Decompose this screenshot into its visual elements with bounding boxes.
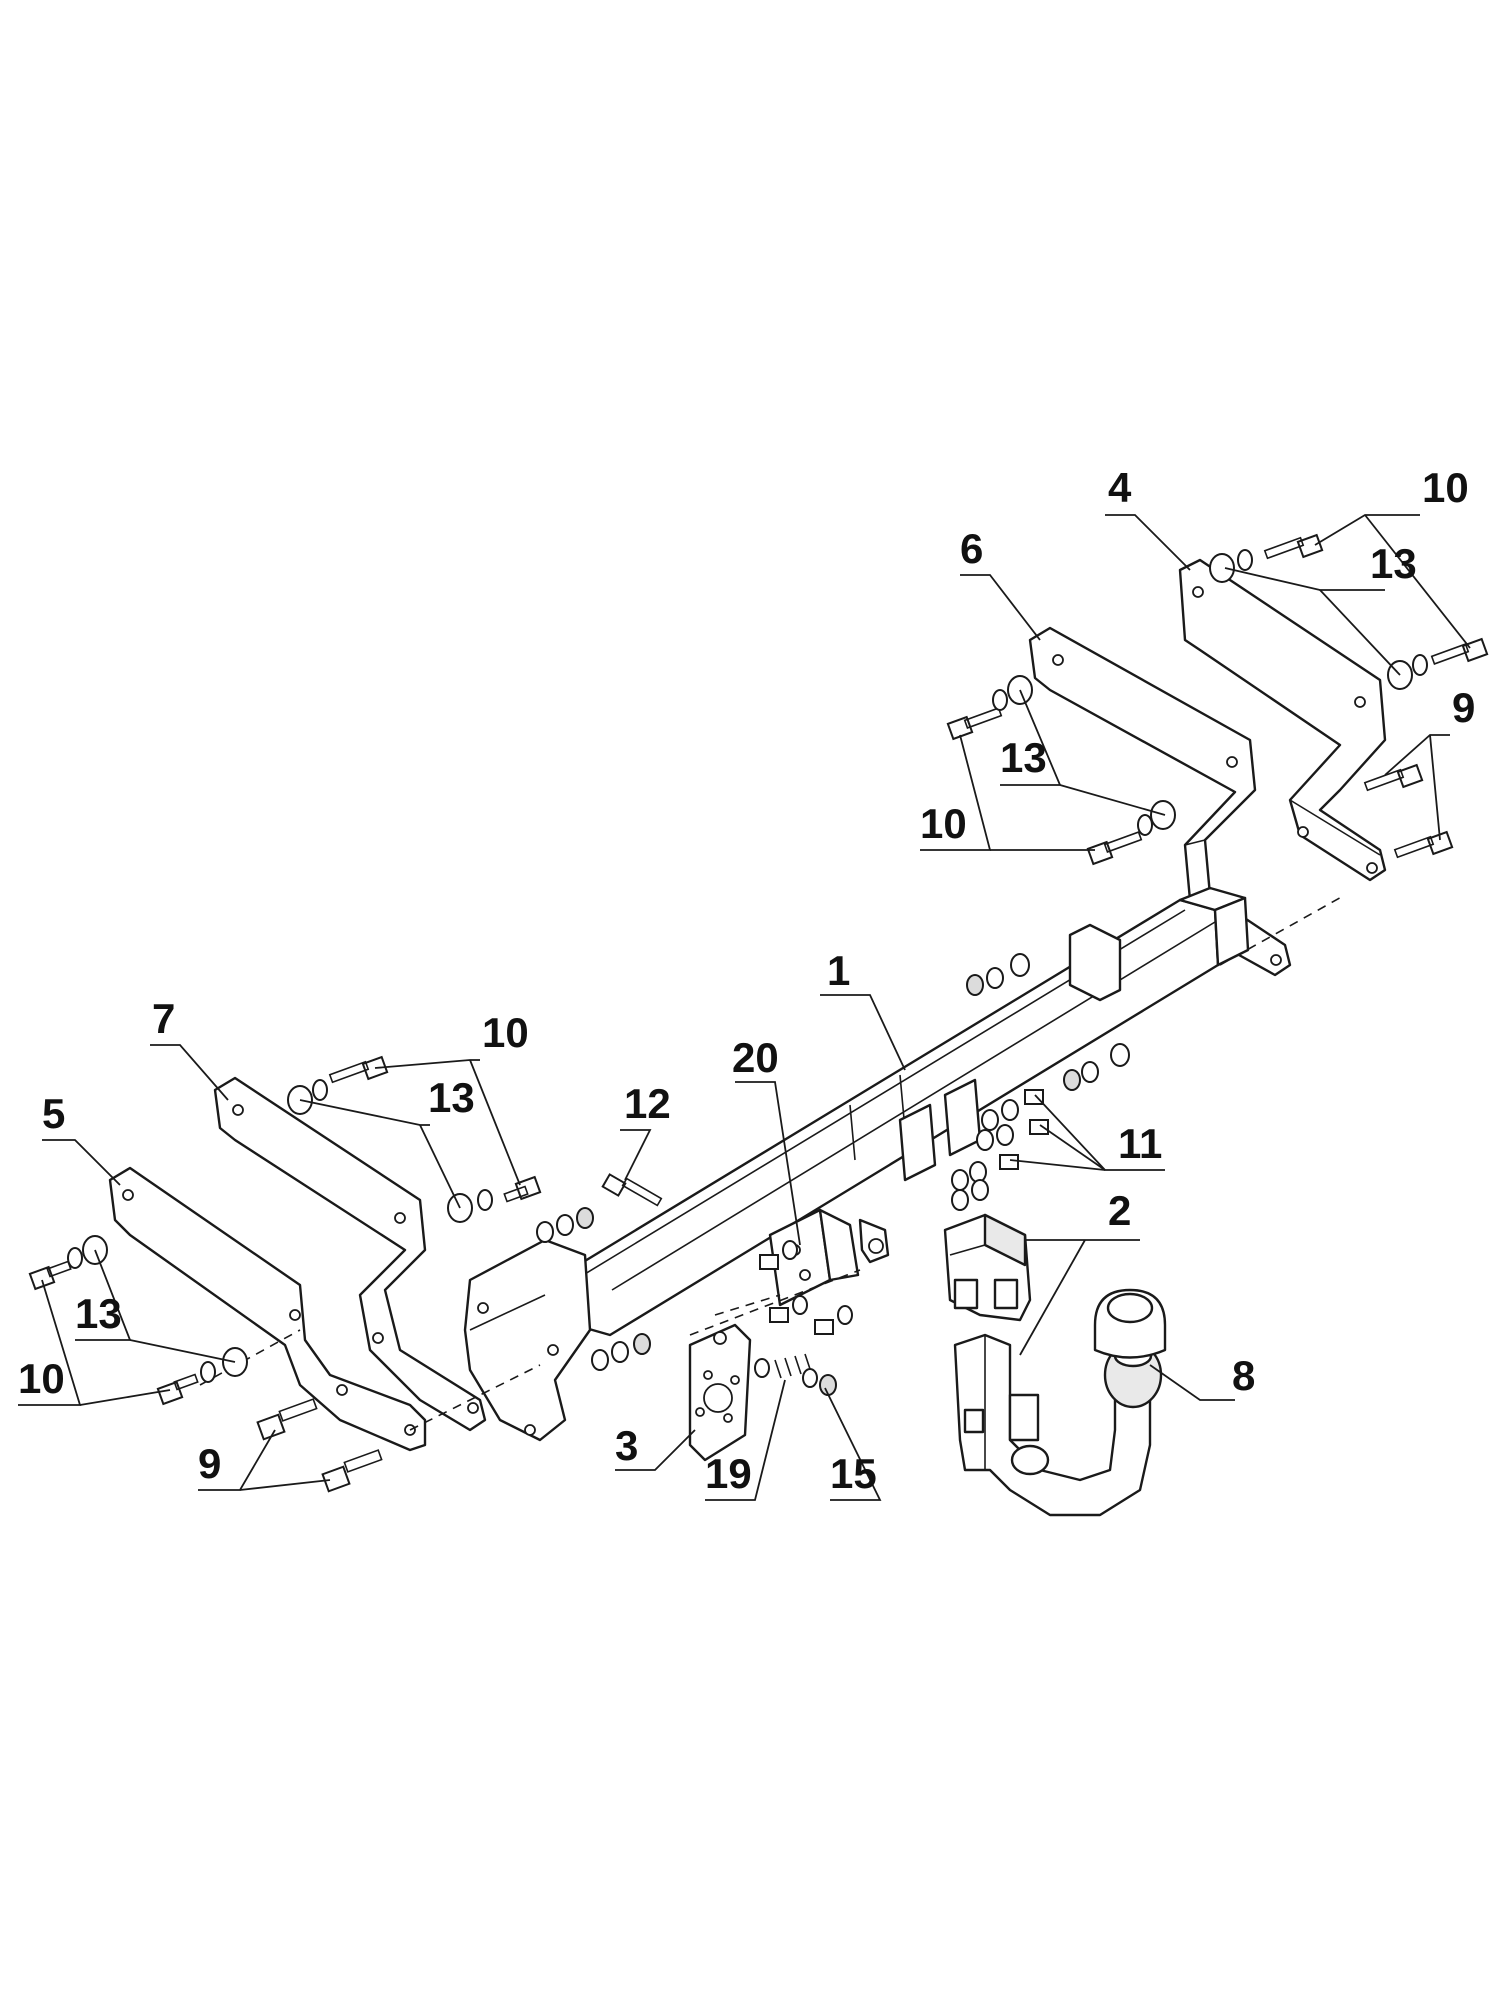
label-12: 12: [624, 1080, 671, 1127]
label-8: 8: [1232, 1352, 1255, 1399]
label-2: 2: [1108, 1187, 1131, 1234]
alignment-line-right: [1219, 894, 1346, 966]
spring-bolt-19: [754, 1353, 812, 1379]
label-10-left-top: 10: [482, 1009, 529, 1056]
bracket-4: [1178, 558, 1387, 882]
crossbar-1: [568, 886, 1250, 1337]
label-13-left-low: 13: [75, 1290, 122, 1337]
bolt-set-left-low: [156, 1347, 248, 1406]
nut-15: [802, 1368, 837, 1396]
bolt-set-socket: [759, 1240, 853, 1335]
bolt-set-top-right-1: [1209, 533, 1324, 583]
bracket-6: [1028, 626, 1292, 977]
label-13-left-top: 13: [428, 1074, 475, 1121]
receiver-block-2: [943, 1213, 1032, 1322]
bolt-12: [601, 1173, 663, 1207]
label-10-top-right: 10: [1422, 464, 1469, 511]
bolt-set-mid-right-1: [946, 675, 1033, 741]
label-7: 7: [152, 995, 175, 1042]
label-20: 20: [732, 1034, 779, 1081]
label-5: 5: [42, 1090, 65, 1137]
ball-cover-8: [1093, 1288, 1167, 1359]
alignment-line-center: [689, 1269, 861, 1336]
bolt-set-top-right-2: [1387, 637, 1489, 690]
bolt-9-right-1: [1363, 763, 1424, 792]
bracket-7: [213, 1076, 487, 1432]
bolt-9-left-1: [256, 1398, 318, 1441]
part-labels: 1 2 3 4 5 6 7 8 9 9 10 10 10 10 11 12 13…: [18, 464, 1475, 1497]
alignment-line-left-2: [409, 1364, 541, 1431]
socket-plate-3: [688, 1323, 752, 1462]
label-19: 19: [705, 1450, 752, 1497]
bolt-group-11: [951, 953, 1130, 1211]
leader-lines: [18, 514, 1471, 1501]
swan-neck-ball-2: [953, 1333, 1163, 1517]
label-9-left: 9: [198, 1440, 221, 1487]
bolt-9-left-2: [321, 1449, 383, 1493]
label-3: 3: [615, 1422, 638, 1469]
label-10-mid-right: 10: [920, 800, 967, 847]
bolt-9-right-2: [1393, 830, 1454, 859]
washer-group-crossbar-left: [536, 1207, 651, 1371]
crossbar-left-mount: [463, 1238, 592, 1442]
alignment-line-left: [199, 1329, 301, 1386]
label-13-top-right: 13: [1370, 540, 1417, 587]
label-10-left-far: 10: [18, 1355, 65, 1402]
bracket-5: [108, 1166, 427, 1452]
label-6: 6: [960, 525, 983, 572]
label-1: 1: [827, 947, 850, 994]
label-9-right: 9: [1452, 684, 1475, 731]
alignment-line-socket: [714, 1294, 781, 1316]
label-11: 11: [1118, 1120, 1162, 1167]
label-15: 15: [830, 1450, 877, 1497]
label-4: 4: [1108, 464, 1132, 511]
bolt-set-left-mid: [447, 1175, 542, 1223]
bolt-set-mid-right-2: [1086, 800, 1176, 866]
label-13-mid-right: 13: [1000, 734, 1047, 781]
bolt-set-left-top: [287, 1055, 389, 1115]
